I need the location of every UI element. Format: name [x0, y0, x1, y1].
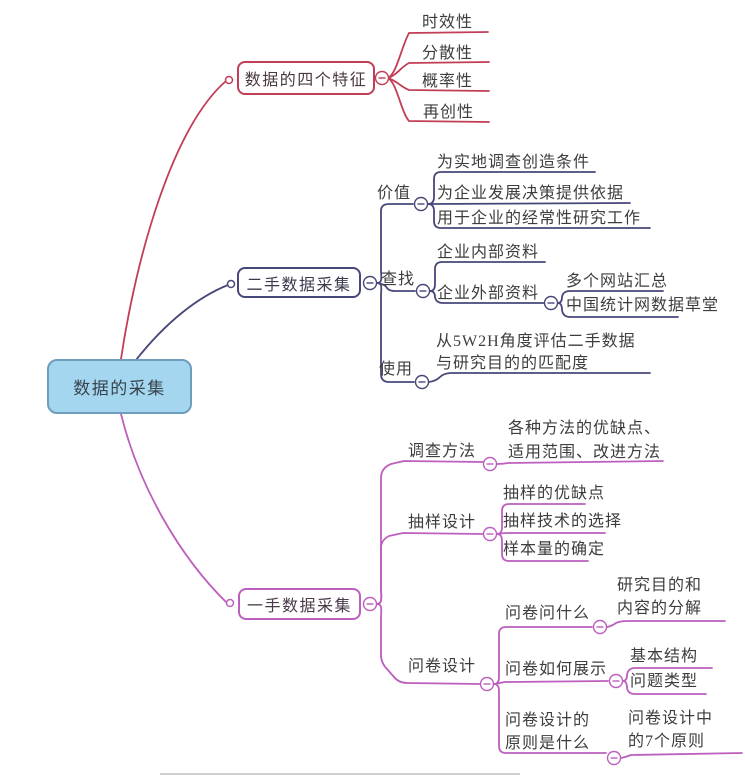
leaf-sampling-item-2[interactable]: 抽样技术的选择 [503, 513, 623, 530]
topic-secondary-label: 二手数据采集 [246, 276, 352, 294]
sampling-child-line [496, 533, 589, 562]
topic-secondary[interactable]: 二手数据采集 [237, 267, 361, 298]
collapse-icon-value[interactable] [413, 196, 429, 212]
collapse-icon-what[interactable] [592, 619, 608, 635]
value-child-line [427, 202, 631, 205]
collapse-icon-principles[interactable] [606, 750, 622, 766]
topic-principles-line-1[interactable]: 问卷设计的 [505, 712, 591, 729]
secondary-trunk-line [376, 203, 414, 284]
topic-find[interactable]: 查找 [381, 271, 416, 288]
collapse-icon-features[interactable] [374, 70, 390, 86]
collapse-icon-use[interactable] [414, 374, 430, 390]
collapse-icon-primary[interactable] [362, 596, 378, 612]
leaf-principles-child-line-2[interactable]: 的7个原则 [628, 733, 706, 750]
secondary-trunk-line [376, 282, 416, 292]
collapse-icon-questionnaire[interactable] [479, 676, 495, 692]
features-child-line [387, 61, 490, 79]
questionnaire-child-line [493, 680, 609, 685]
how-child-line [622, 680, 707, 695]
leaf-website-summary[interactable]: 多个网站汇总 [566, 273, 669, 290]
find-child-line [429, 290, 546, 304]
topic-external-data[interactable]: 企业外部资料 [437, 285, 540, 302]
what-child-line [606, 620, 726, 628]
leaf-value-item-2[interactable]: 为企业发展决策提供依据 [437, 185, 625, 202]
features-anchor-dot [224, 75, 234, 85]
node-anchors [224, 75, 236, 608]
leaf-sampling-item-3[interactable]: 样本量的确定 [503, 541, 606, 558]
leaf-survey-line-2[interactable]: 适用范围、改进方法 [508, 444, 662, 461]
collapse-icon-find[interactable] [415, 283, 431, 299]
collapse-icon-survey[interactable] [482, 456, 498, 472]
principles-child-line [620, 752, 743, 759]
leaf-use-line-2[interactable]: 与研究目的的匹配度 [436, 355, 590, 372]
topic-questionnaire-design[interactable]: 问卷设计 [408, 658, 477, 675]
external-child-line [557, 290, 664, 304]
leaf-principles-child-line-1[interactable]: 问卷设计中 [628, 710, 714, 727]
root-topic[interactable]: 数据的采集 [47, 359, 192, 414]
collapse-icon-secondary[interactable] [362, 275, 378, 291]
leaf-recreation[interactable]: 再创性 [423, 104, 475, 121]
leaf-china-stats[interactable]: 中国统计网数据草堂 [566, 297, 720, 314]
leaf-internal-data[interactable]: 企业内部资料 [437, 244, 540, 261]
root-topic-label: 数据的采集 [73, 379, 166, 398]
collapse-icon-how[interactable] [608, 673, 624, 689]
collapse-icon-external[interactable] [543, 295, 559, 311]
topic-value[interactable]: 价值 [377, 185, 412, 202]
leaf-timeliness[interactable]: 时效性 [422, 14, 474, 31]
primary-anchor-dot [225, 598, 235, 608]
navy-branch-lines [135, 171, 679, 383]
root-to-features-curve [120, 80, 227, 360]
root-to-secondary-curve [135, 284, 229, 361]
topic-features-label: 数据的四个特征 [244, 72, 368, 89]
primary-trunk-line [376, 532, 484, 605]
topic-what-to-ask[interactable]: 问卷问什么 [505, 605, 591, 622]
leaf-question-types[interactable]: 问题类型 [630, 673, 699, 690]
leaf-what-line-1[interactable]: 研究目的和 [617, 577, 703, 594]
leaf-value-item-3[interactable]: 用于企业的经常性研究工作 [437, 210, 642, 227]
leaf-probability[interactable]: 概率性 [422, 73, 474, 90]
leaf-dispersion[interactable]: 分散性 [422, 45, 474, 62]
topic-features[interactable]: 数据的四个特征 [237, 61, 375, 95]
sampling-child-line [496, 532, 606, 535]
external-child-line [557, 302, 679, 318]
survey-child-line [496, 460, 664, 465]
questionnaire-child-line [493, 683, 607, 754]
collapse-buttons [362, 70, 624, 766]
how-child-line [622, 667, 713, 682]
topic-use[interactable]: 使用 [379, 361, 414, 378]
topic-primary[interactable]: 一手数据采集 [238, 588, 361, 620]
topic-how-to-present[interactable]: 问卷如何展示 [505, 661, 608, 678]
leaf-what-line-2[interactable]: 内容的分解 [617, 600, 703, 617]
primary-trunk-line [376, 603, 481, 685]
topic-sampling-design[interactable]: 抽样设计 [408, 514, 477, 531]
leaf-survey-line-1[interactable]: 各种方法的优缺点、 [508, 420, 662, 437]
leaf-sampling-item-1[interactable]: 抽样的优缺点 [503, 485, 606, 502]
root-to-primary-curve [120, 413, 228, 604]
find-child-line [429, 261, 546, 292]
leaf-value-item-1[interactable]: 为实地调查创造条件 [437, 154, 591, 171]
collapse-icon-sampling[interactable] [482, 526, 498, 542]
topic-primary-label: 一手数据采集 [246, 598, 352, 615]
secondary-anchor-dot [226, 279, 236, 289]
leaf-basic-structure[interactable]: 基本结构 [630, 648, 699, 665]
features-child-line [387, 31, 489, 79]
topic-survey-method[interactable]: 调查方法 [408, 443, 477, 460]
leaf-use-line-1[interactable]: 从5W2H角度评估二手数据 [436, 333, 636, 350]
use-child-line [428, 372, 651, 383]
features-child-line [387, 77, 490, 123]
secondary-trunk-line [376, 282, 415, 383]
red-branch-lines [120, 31, 490, 360]
topic-principles-line-2[interactable]: 原则是什么 [505, 735, 591, 752]
magenta-branch-lines [120, 413, 743, 759]
value-child-line [427, 203, 651, 229]
